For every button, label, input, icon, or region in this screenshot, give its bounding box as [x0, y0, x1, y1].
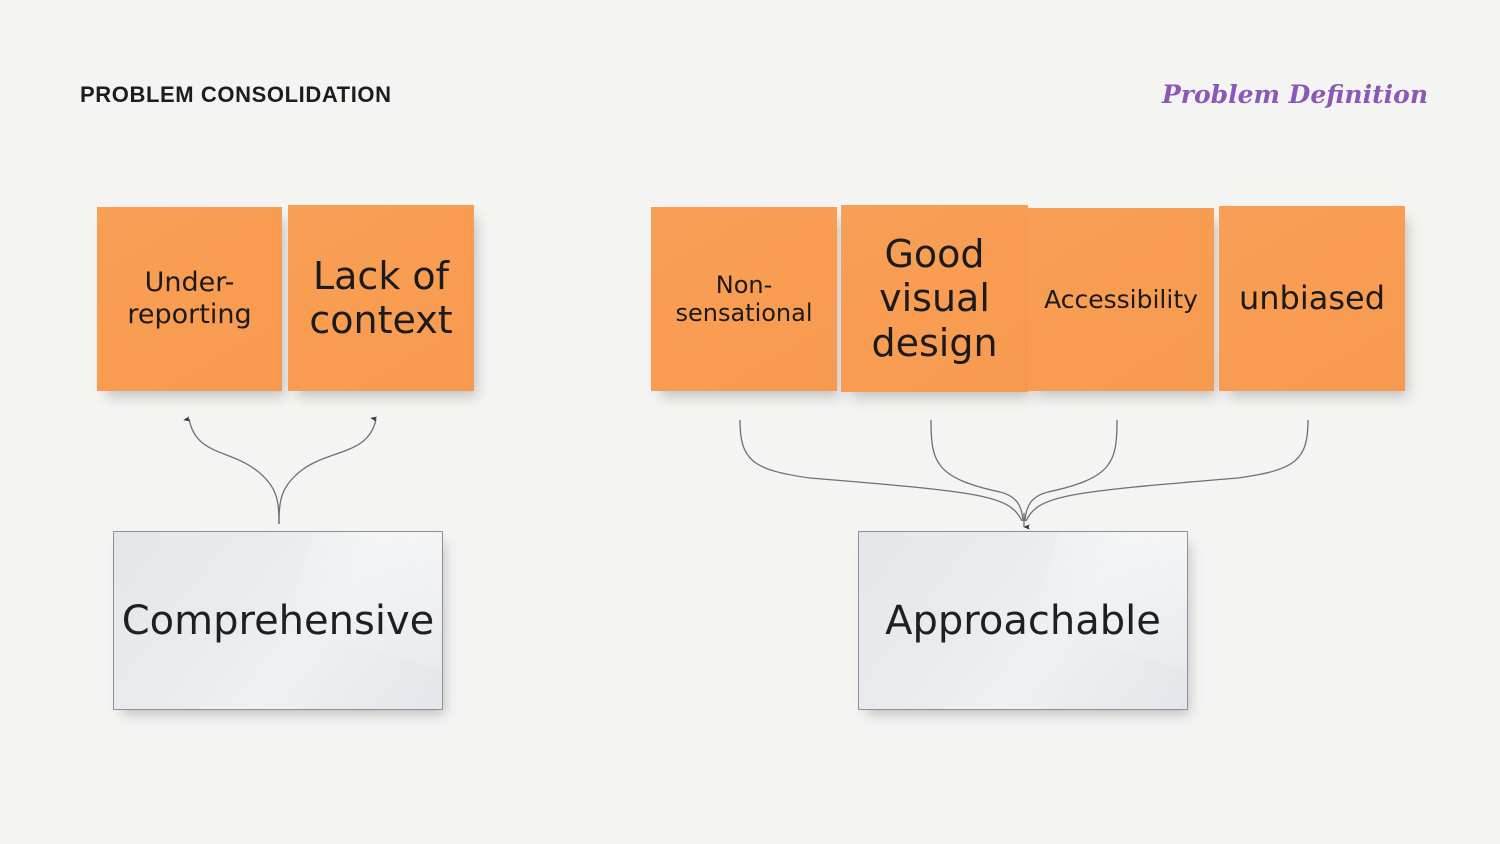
connector-line	[739, 419, 1023, 522]
connector-arrow-up	[278, 416, 378, 525]
concept-box-label: Comprehensive	[121, 597, 435, 644]
section-label: Problem Definition	[1161, 80, 1428, 109]
sticky-note-label: Lack of context	[309, 253, 453, 342]
concept-box[interactable]: Approachable	[858, 531, 1188, 710]
connector-line	[930, 419, 1024, 522]
concept-box-label: Approachable	[885, 597, 1161, 644]
concept-box[interactable]: Comprehensive	[113, 531, 443, 710]
page-title: PROBLEM CONSOLIDATION	[80, 82, 392, 107]
sticky-note[interactable]: Lack of context	[288, 205, 474, 391]
sticky-note-label: Non-sensational	[675, 270, 813, 327]
sticky-note[interactable]: Under-reporting	[97, 207, 282, 391]
sticky-note-label: Under-reporting	[127, 267, 252, 330]
sticky-note-label: Good visual design	[871, 231, 998, 365]
connector-line	[1024, 419, 1118, 522]
sticky-note[interactable]: Good visual design	[841, 205, 1028, 392]
connector-arrow-up	[183, 416, 280, 525]
sticky-note[interactable]: unbiased	[1219, 206, 1405, 391]
sticky-note-label: unbiased	[1238, 278, 1386, 317]
sticky-note[interactable]: Accessibility	[1028, 208, 1214, 391]
sticky-note-label: Accessibility	[1044, 284, 1198, 314]
connector-line	[1025, 419, 1309, 522]
sticky-note[interactable]: Non-sensational	[651, 207, 837, 391]
